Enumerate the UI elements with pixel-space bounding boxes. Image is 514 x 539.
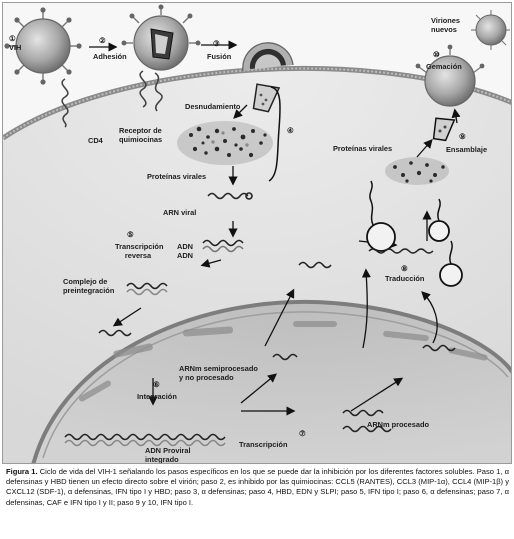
step-2-number: ② — [99, 36, 106, 45]
step-4-number: ④ — [287, 126, 294, 135]
step4-bracket — [268, 86, 281, 182]
vih-label: VIH — [9, 42, 22, 52]
gemacion-label: Gemación — [426, 62, 462, 71]
proteinas-virales-left-label: Proteínas virales — [147, 172, 207, 181]
step-7-number: ⑦ — [299, 429, 306, 438]
figure-caption: Figura 1. Ciclo de vida del VIH-1 señala… — [6, 467, 509, 508]
caption-text: Ciclo de vida del VIH-1 señalando los pa… — [6, 467, 509, 507]
virion-new — [471, 10, 510, 50]
adn-proviral-label: ADN Proviral integrado — [145, 446, 191, 464]
assembly-capsid — [432, 117, 456, 142]
ensamblaje-label: Ensamblaje — [446, 145, 488, 154]
viral-protein-cloud-left — [177, 121, 273, 165]
arnm-procesado-label: ARNm procesado — [367, 420, 430, 429]
diagram-artwork — [3, 3, 511, 463]
receptor-quimiocinas-label: Receptor de quimiocinas — [119, 126, 163, 144]
step-6-number: ⑥ — [153, 380, 160, 389]
virion-adhesion — [121, 4, 201, 71]
step-1-number: ① — [9, 34, 16, 43]
cd4-receptor — [61, 70, 163, 128]
step-8-number: ⑧ — [401, 264, 408, 273]
step-3-number: ③ — [213, 39, 220, 48]
ribosomes — [366, 180, 463, 287]
traduccion-label: Traducción — [385, 274, 425, 283]
proteinas-virales-right-label: Proteínas virales — [333, 144, 393, 153]
desnudamiento-label: Desnudamiento — [185, 102, 241, 111]
arn-viral-label: ARN viral — [163, 208, 197, 217]
step-9-number: ⑨ — [459, 132, 466, 141]
transcripcion-label: Transcripción — [239, 440, 288, 449]
step-10-number: ⑩ — [433, 50, 440, 59]
fusion-label: Fusión — [207, 52, 232, 61]
virion-fusion — [242, 42, 294, 72]
viriones-nuevos-label: Viriones nuevos — [431, 16, 461, 34]
rna-strands — [64, 192, 456, 447]
cd4-label: CD4 — [88, 136, 103, 145]
integracion-label: Integración — [137, 392, 177, 401]
viral-protein-cloud-right — [385, 157, 449, 185]
virion-budding — [415, 44, 485, 107]
chromatin — [79, 321, 488, 402]
complejo-preintegracion-label: Complejo de preintegración — [63, 277, 115, 295]
adn-adn-label: ADN ADN — [177, 242, 194, 260]
nuclear-membrane — [31, 300, 511, 463]
caption-figure-number: Figura 1. — [6, 467, 38, 476]
adhesion-label: Adhesión — [93, 52, 127, 61]
step-5-number: ⑤ — [127, 230, 134, 239]
arnm-semiprocesado-label: ARNm semiprocesado y no procesado — [179, 364, 258, 382]
transcripcion-reversa-label: Transcripción reversa — [115, 242, 164, 260]
virion-free — [4, 7, 82, 85]
